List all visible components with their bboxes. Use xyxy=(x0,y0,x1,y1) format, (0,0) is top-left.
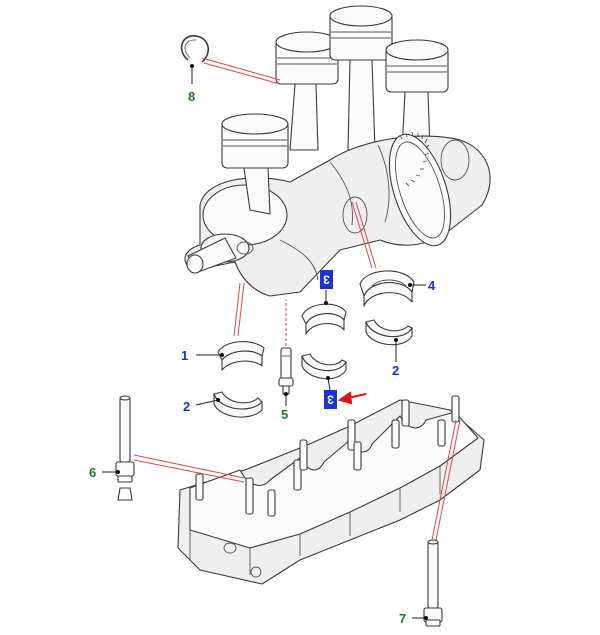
red-pointer-arrow xyxy=(337,391,367,405)
bearing-shell-2-right xyxy=(365,319,413,346)
bearing-shell-3-upper xyxy=(301,303,347,335)
callout-4[interactable]: 4 xyxy=(428,278,436,293)
bolt-7 xyxy=(423,539,443,627)
callout-labels: 8 1 2 5 4 2 6 7 3 3 xyxy=(89,89,436,626)
callout-2-left[interactable]: 2 xyxy=(183,399,190,414)
callout-7[interactable]: 7 xyxy=(399,611,406,626)
crankshaft-piston-assembly xyxy=(184,5,491,297)
callout-6[interactable]: 6 xyxy=(89,465,96,480)
bearing-shell-1 xyxy=(217,341,265,371)
callout-5[interactable]: 5 xyxy=(281,407,288,422)
svg-text:3: 3 xyxy=(327,393,334,407)
circlip-ring xyxy=(180,35,209,63)
piston-front xyxy=(221,113,289,215)
bearing-shell-3-lower xyxy=(301,353,347,380)
piston-rear-3 xyxy=(385,39,449,151)
piston-rear-2 xyxy=(329,5,393,151)
bolt-6 xyxy=(115,395,135,501)
main-bearing-ladder-frame xyxy=(177,395,485,585)
callout-1[interactable]: 1 xyxy=(181,348,188,363)
bearing-shell-2-left xyxy=(213,391,263,418)
leader-lines xyxy=(102,57,461,619)
leader-dots xyxy=(116,64,428,620)
callout-3-upper[interactable]: 3 xyxy=(320,270,333,289)
bearing-shell-4 xyxy=(359,270,415,307)
callout-2-right[interactable]: 2 xyxy=(392,363,399,378)
callout-3-lower[interactable]: 3 xyxy=(324,390,337,409)
svg-text:3: 3 xyxy=(323,273,330,287)
callout-8[interactable]: 8 xyxy=(188,89,195,104)
dowel-pin xyxy=(278,347,294,395)
